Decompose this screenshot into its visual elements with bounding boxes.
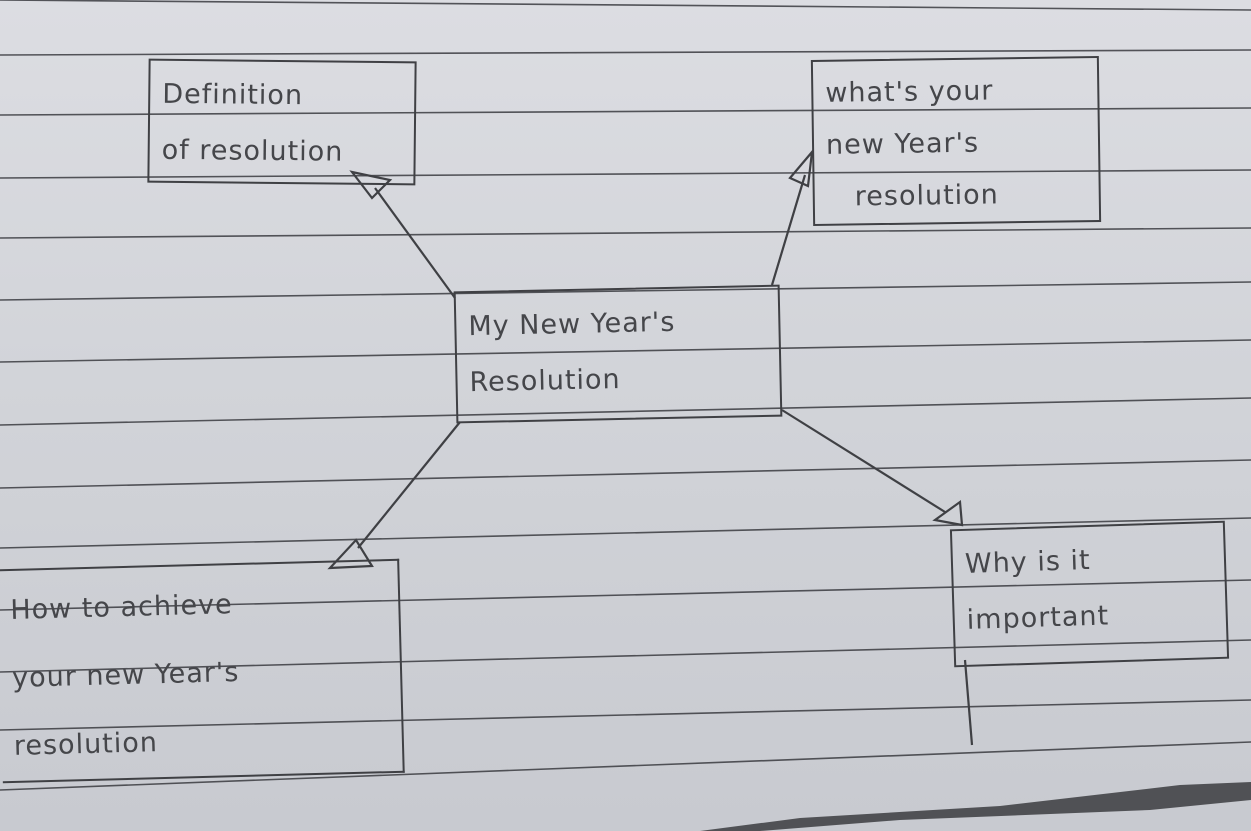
ruled-lines (0, 0, 1251, 791)
arrowhead-definition (349, 170, 393, 200)
node-whats-your-line-1: what's your (825, 75, 994, 109)
paper-edge-shadow (700, 782, 1251, 831)
node-whats-your-resolution: what's your new Year's resolution (810, 55, 1102, 227)
node-why-important-line-1: Why is it (964, 544, 1092, 580)
node-why-important: Why is it important (949, 520, 1230, 668)
edge-center-whats-your (770, 174, 807, 286)
node-why-important-line-2: important (966, 600, 1110, 636)
node-how-to-achieve-line-2: your new Year's (11, 657, 240, 694)
arrowhead-why-important (932, 499, 964, 527)
node-whats-your-line-2: new Year's (825, 127, 980, 161)
node-whats-your-line-3: resolution (854, 179, 1000, 213)
edge-center-definition (374, 187, 456, 299)
connector-arrows (327, 148, 974, 746)
node-center-line-2: Resolution (469, 363, 621, 399)
node-how-to-achieve-line-1: How to achieve (9, 589, 234, 626)
node-definition: Definition of resolution (147, 58, 417, 186)
node-definition-line-1: Definition (162, 78, 304, 112)
node-definition-line-2: of resolution (161, 134, 344, 168)
stray-pencil-stroke (963, 659, 974, 746)
edge-center-why-important (781, 409, 946, 513)
node-center-my-new-years-resolution: My New Year's Resolution (453, 284, 783, 424)
node-how-to-achieve-line-3: resolution (13, 727, 159, 762)
node-how-to-achieve: How to achieve your new Year's resolutio… (0, 558, 405, 784)
arrowhead-whats-your (788, 148, 814, 188)
arrowhead-how-to-achieve (327, 538, 374, 570)
edge-center-how-to-achieve (357, 421, 461, 549)
node-center-line-1: My New Year's (468, 306, 676, 343)
